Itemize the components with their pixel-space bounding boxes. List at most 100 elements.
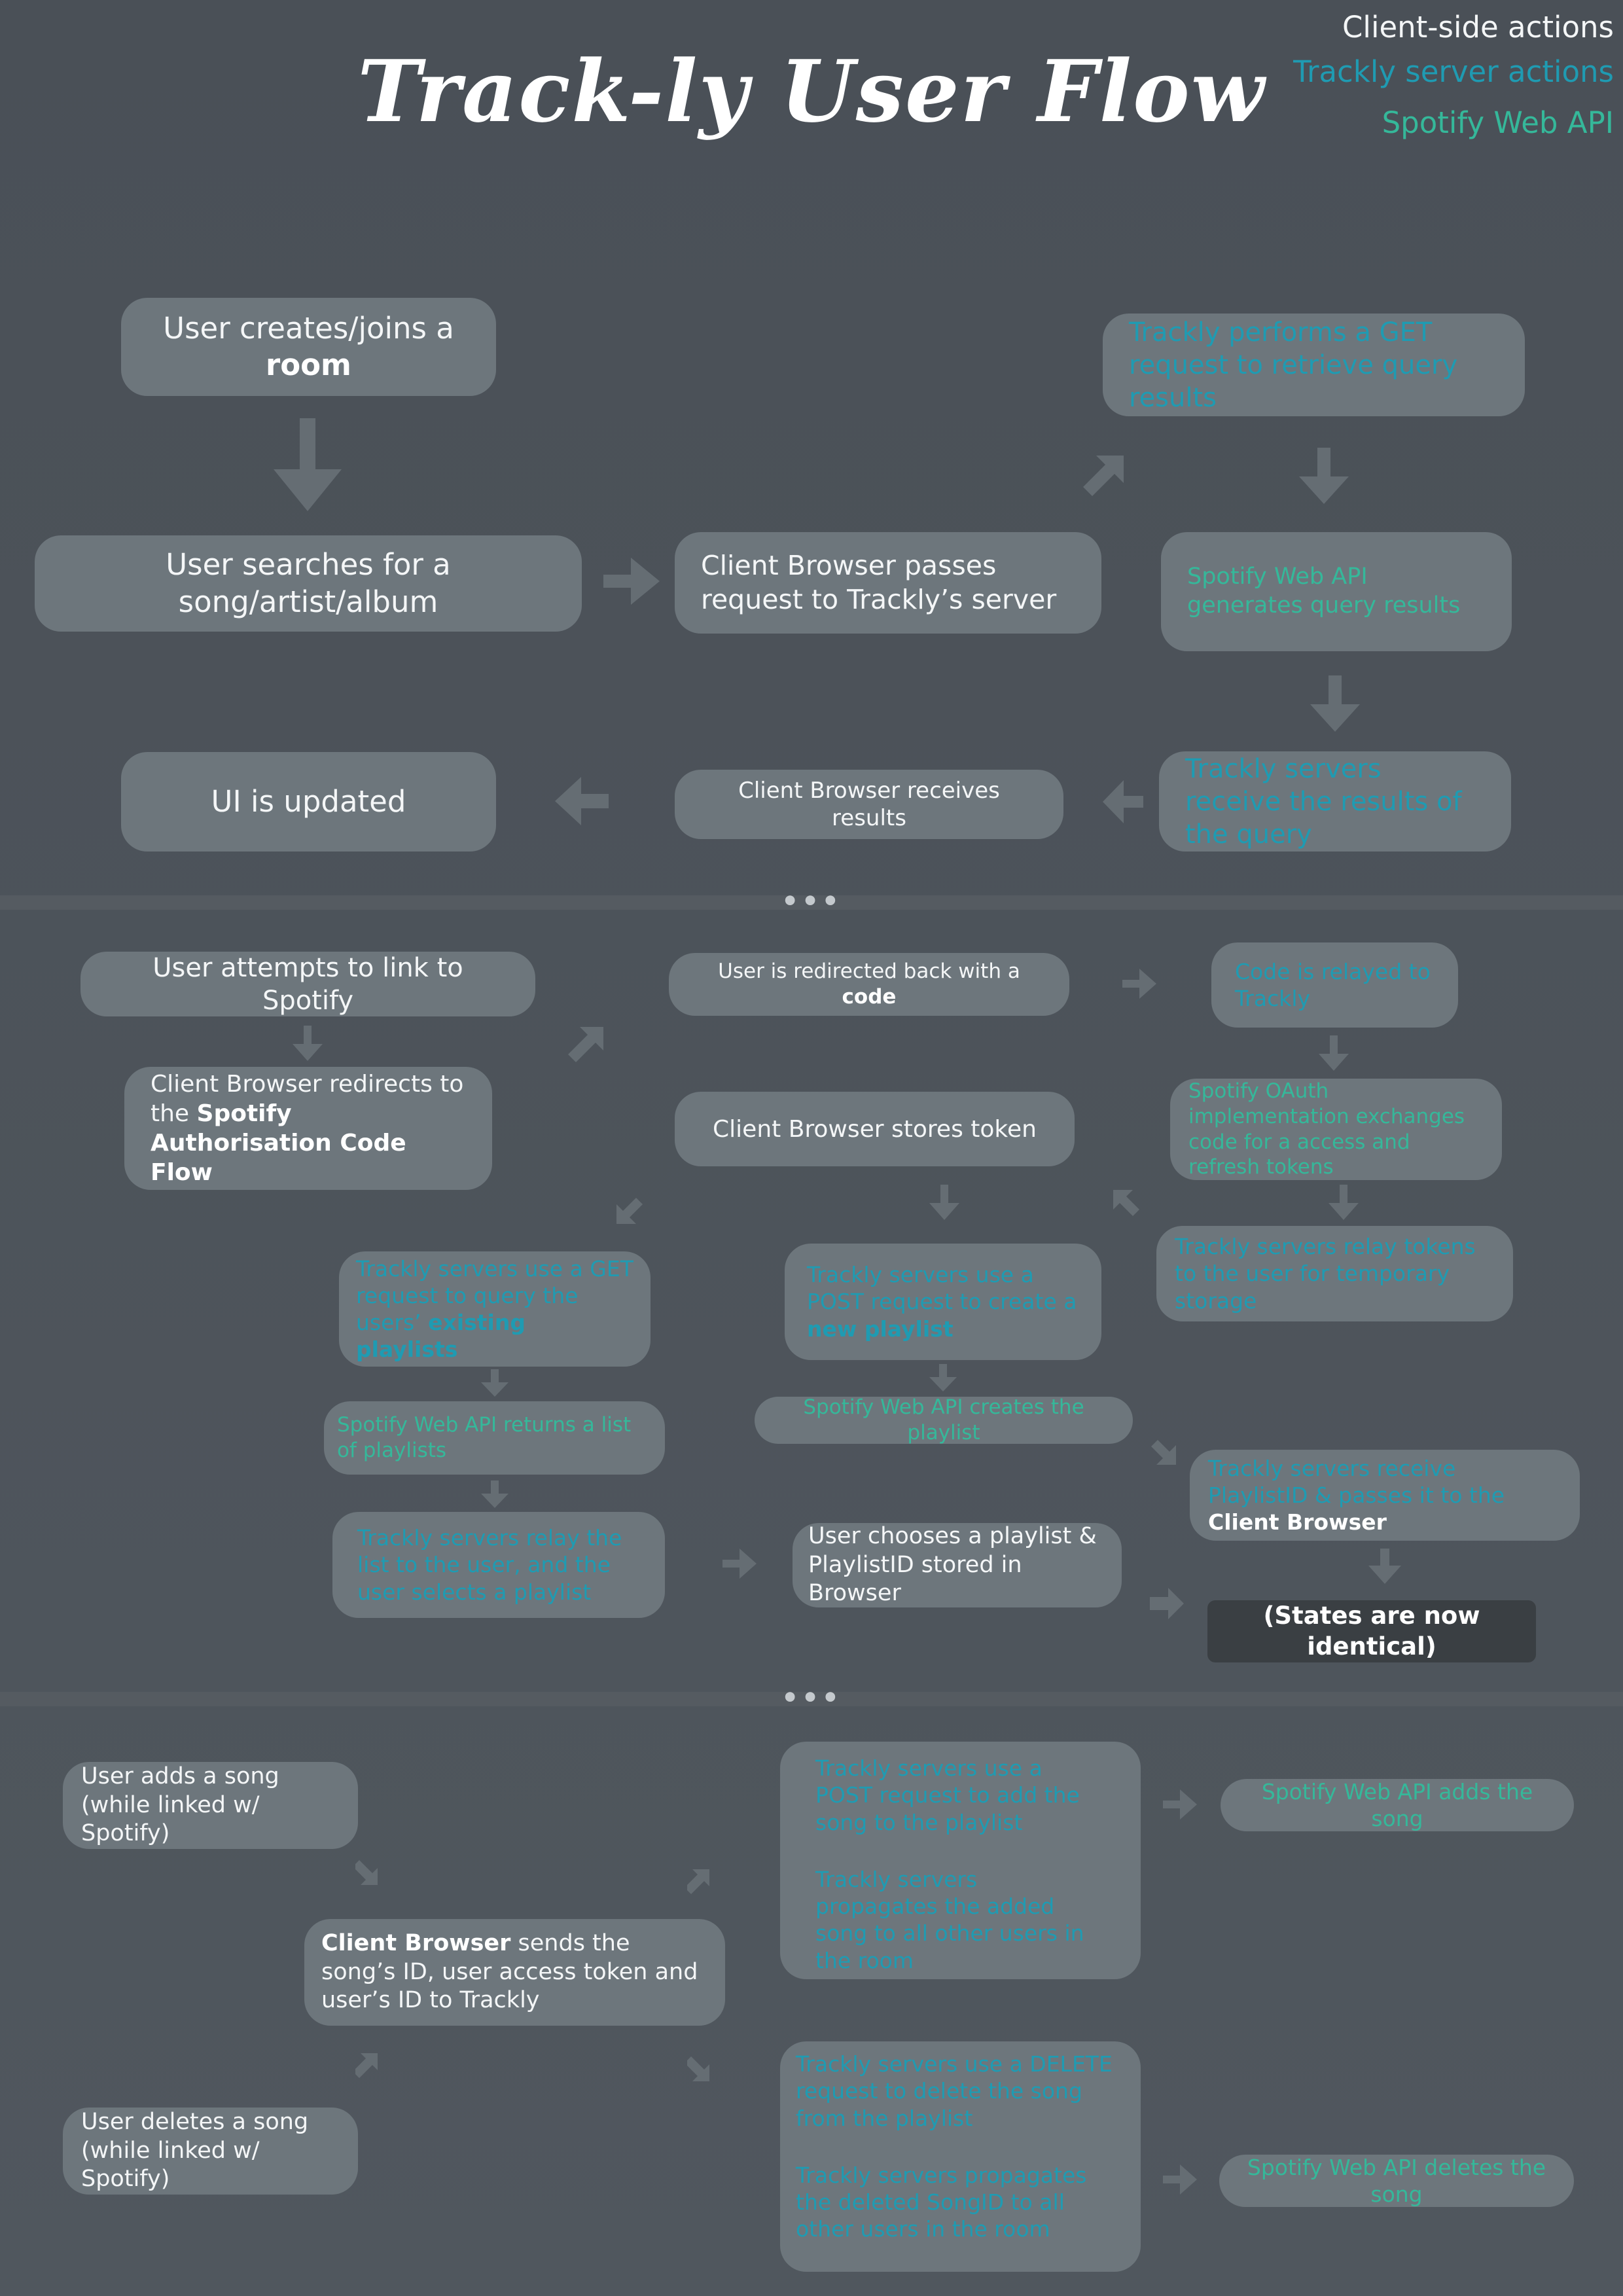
arrow-down-icon: [1368, 1549, 1401, 1584]
node-relay-tokens: Trackly servers relay tokens to the user…: [1156, 1226, 1513, 1321]
arrow-left-icon: [1103, 780, 1143, 823]
arrow-down-icon: [1299, 448, 1349, 504]
arrow-up-left-icon: [1113, 1190, 1139, 1216]
arrow-right-icon: [1163, 1789, 1197, 1820]
arrow-down-icon: [929, 1185, 959, 1220]
legend-client: Client-side actions: [1342, 10, 1614, 45]
node-ui-updated: UI is updated: [121, 752, 496, 852]
node-text: Trackly servers receive the results of t…: [1185, 753, 1462, 850]
node-post-playlist: Trackly servers use a POST request to cr…: [785, 1244, 1101, 1360]
node-browser-passes-request: Client Browser passes request to Trackly…: [675, 532, 1101, 634]
section-divider: [0, 895, 1623, 910]
node-receive-playlistid: Trackly servers receive PlaylistID & pas…: [1190, 1450, 1580, 1541]
arrow-down-icon: [481, 1480, 508, 1508]
node-user-adds: User adds a song (while linked w/ Spotif…: [63, 1762, 358, 1849]
node-text: User adds a song (while linked w/ Spotif…: [81, 1763, 279, 1847]
node-text: Client Browser stores token: [713, 1115, 1037, 1143]
page-title: Track-ly User Flow: [357, 41, 1266, 141]
node-browser-sends: Client Browser sends the song’s ID, user…: [304, 1919, 725, 2026]
node-text: Code is relayed to Trackly: [1235, 958, 1431, 1011]
section-divider: [0, 1692, 1623, 1706]
arrow-up-right-icon: [568, 1027, 603, 1062]
node-create-join-room: User creates/joins a room: [121, 298, 496, 396]
arrow-down-right-icon: [1150, 1588, 1184, 1619]
node-text: Spotify Web API returns a list of playli…: [337, 1413, 632, 1462]
node-search-song: User searches for a song/artist/album: [35, 535, 582, 632]
node-states-identical: (States are now identical): [1207, 1600, 1536, 1662]
node-text-2: Trackly servers propagates the added son…: [815, 1866, 1084, 1973]
node-oauth-exchange: Spotify OAuth implementation exchanges c…: [1170, 1079, 1502, 1180]
node-text: User deletes a song (while linked w/ Spo…: [81, 2108, 309, 2193]
node-text: Trackly servers use a GET request to que…: [356, 1255, 633, 1336]
node-bold: Client Browser: [321, 1929, 511, 1956]
node-api-adds: Spotify Web API adds the song: [1221, 1779, 1574, 1831]
node-text: User creates/joins a: [163, 310, 454, 346]
node-user-deletes: User deletes a song (while linked w/ Spo…: [63, 2108, 358, 2195]
node-text: Client Browser redirects to the: [151, 1071, 464, 1127]
node-text: User searches for a song/artist/album: [166, 547, 451, 619]
node-text: User is redirected back with a: [718, 960, 1020, 984]
node-text: Trackly servers use a POST request to ad…: [815, 1755, 1080, 1835]
node-receive-results: Trackly servers receive the results of t…: [1159, 751, 1511, 852]
node-text: Spotify OAuth implementation exchanges c…: [1188, 1079, 1465, 1179]
node-text: Spotify Web API deletes the song: [1247, 2154, 1546, 2207]
node-text: Trackly performs a GET request to retrie…: [1129, 317, 1458, 413]
node-text: Spotify Web API adds the song: [1261, 1778, 1533, 1831]
node-bold: room: [266, 348, 351, 382]
node-api-deletes: Spotify Web API deletes the song: [1219, 2155, 1574, 2207]
node-api-creates-playlist: Spotify Web API creates the playlist: [755, 1395, 1133, 1444]
node-text: Client Browser passes request to Trackly…: [701, 550, 1057, 615]
node-post-add: Trackly servers use a POST request to ad…: [780, 1742, 1141, 1979]
node-text: User attempts to link to Spotify: [152, 952, 463, 1016]
arrow-right-icon: [1163, 2164, 1197, 2195]
node-browser-receives: Client Browser receives results: [675, 770, 1063, 839]
node-text: UI is updated: [211, 783, 406, 819]
node-bold: existing playlists: [356, 1310, 526, 1363]
node-browser-redirects: Client Browser redirects to the Spotify …: [124, 1067, 492, 1190]
node-stores-token: Client Browser stores token: [675, 1092, 1075, 1166]
ellipsis-icon: •••: [781, 885, 842, 917]
arrow-right-icon: [603, 558, 660, 605]
node-bold: Client Browser: [1208, 1509, 1387, 1535]
node-text: Trackly servers use a DELETE request to …: [796, 2051, 1113, 2131]
node-text: Trackly servers use a POST request to cr…: [807, 1262, 1077, 1315]
arrow-up-right-icon: [355, 2053, 378, 2078]
node-text: sends the song’s ID, user access token a…: [321, 1929, 698, 2014]
arrow-down-right-icon: [687, 2056, 709, 2081]
node-relay-list: Trackly servers relay the list to the us…: [332, 1512, 665, 1618]
node-text: Trackly servers receive PlaylistID & pas…: [1208, 1455, 1505, 1508]
arrow-down-icon: [293, 1026, 323, 1061]
arrow-down-icon: [1310, 675, 1360, 732]
node-get-playlists: Trackly servers use a GET request to que…: [339, 1251, 651, 1367]
node-delete-request: Trackly servers use a DELETE request to …: [780, 2041, 1141, 2272]
node-text: Spotify Web API generates query results: [1187, 564, 1461, 619]
node-api-generates: Spotify Web API generates query results: [1161, 532, 1512, 651]
node-bold: new playlist: [807, 1316, 954, 1342]
arrow-right-icon: [722, 1549, 757, 1579]
node-text: Trackly servers relay the list to the us…: [357, 1525, 622, 1605]
node-text: User chooses a playlist & PlaylistID sto…: [808, 1522, 1097, 1607]
node-text: Spotify Web API creates the playlist: [803, 1395, 1084, 1444]
node-attempt-link: User attempts to link to Spotify: [80, 952, 535, 1016]
node-bold: code: [842, 985, 897, 1009]
arrow-down-left-icon: [616, 1198, 643, 1224]
node-redirected-back: User is redirected back with a code: [669, 953, 1069, 1016]
arrow-left-icon: [555, 777, 609, 825]
node-text: Trackly servers relay tokens to the user…: [1175, 1234, 1476, 1314]
node-text: Client Browser receives results: [738, 777, 1000, 832]
arrow-up-right-icon: [1083, 456, 1124, 496]
node-get-request: Trackly performs a GET request to retrie…: [1103, 314, 1525, 416]
node-api-returns-list: Spotify Web API returns a list of playli…: [324, 1401, 665, 1475]
arrow-down-right-icon: [355, 1860, 378, 1885]
ellipsis-icon: •••: [781, 1681, 842, 1713]
arrow-down-icon: [1319, 1035, 1349, 1071]
arrow-down-icon: [481, 1369, 508, 1397]
arrow-up-right-icon: [687, 1869, 709, 1894]
legend-spotify: Spotify Web API: [1382, 105, 1614, 140]
node-text: (States are now identical): [1263, 1602, 1480, 1660]
arrow-down-icon: [274, 418, 342, 511]
legend-server: Trackly server actions: [1293, 54, 1614, 89]
node-code-relayed: Code is relayed to Trackly: [1211, 942, 1458, 1028]
arrow-down-icon: [1329, 1185, 1359, 1220]
node-text-2: Trackly servers propagates the deleted S…: [796, 2162, 1087, 2242]
